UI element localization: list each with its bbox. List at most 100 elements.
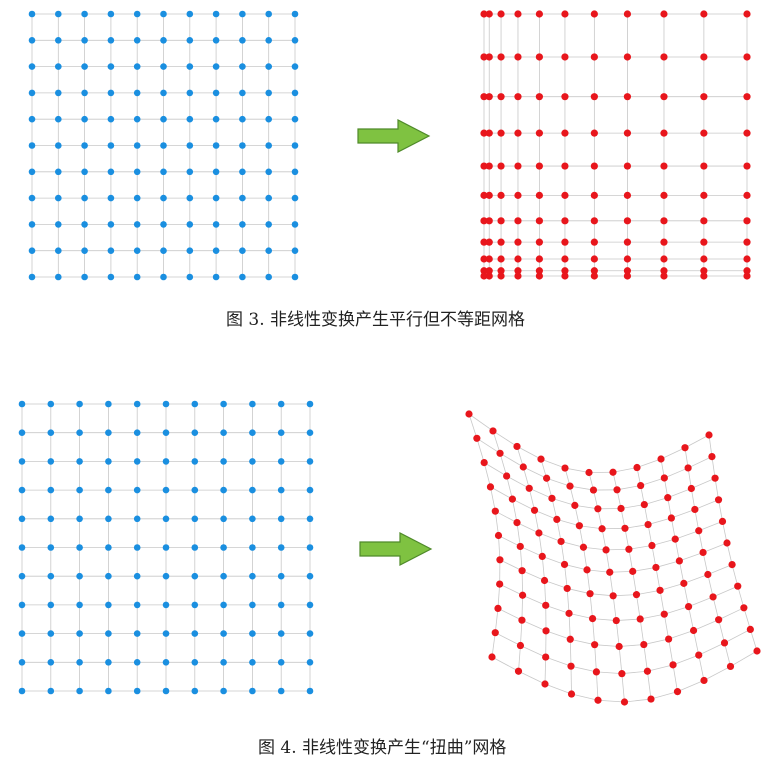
- figure3-output-point: [480, 255, 488, 263]
- figure4-output-point: [496, 449, 504, 457]
- figure3-input-point: [160, 247, 167, 254]
- figure4-arrow-icon: [359, 532, 433, 566]
- figure4-input-point: [162, 515, 170, 523]
- figure3-output-point: [497, 217, 505, 225]
- figure4-input-point: [47, 429, 55, 437]
- figure3-output-point: [535, 272, 543, 280]
- figure4-output-point: [746, 625, 754, 634]
- figure4-output-grid-line: [492, 430, 501, 454]
- figure3-input-point: [265, 273, 273, 281]
- figure4-input-point: [18, 630, 26, 637]
- figure3-input-point: [186, 37, 194, 44]
- figure3-output-point: [590, 267, 598, 275]
- figure4-input-point: [76, 515, 83, 523]
- figure3-output-point: [700, 191, 708, 199]
- figure4-output-grid-line: [712, 596, 720, 620]
- figure4-output-grid-line: [698, 521, 723, 532]
- figure4-output-point: [542, 601, 550, 609]
- figure4-output-point: [491, 507, 499, 515]
- figure3-input-point: [291, 273, 299, 281]
- figure3-output-point: [623, 53, 632, 61]
- figure4-input-point: [162, 429, 170, 437]
- figure4-output-grid-line: [730, 650, 758, 667]
- figure4-output-grid-line: [499, 453, 508, 477]
- figure4-output-grid-line: [594, 644, 597, 672]
- figure4-input-point: [76, 601, 83, 609]
- arrow-shape: [357, 119, 431, 153]
- figure4-output-point: [598, 525, 606, 533]
- figure3-output-point: [623, 93, 632, 101]
- figure3-input-point: [55, 37, 62, 44]
- figure3-input-point: [133, 89, 141, 97]
- figure4-input-point: [18, 429, 26, 437]
- figure3-output-point: [561, 238, 569, 246]
- figure4-output-grid-line: [564, 467, 590, 473]
- figure4-output-point: [612, 616, 620, 625]
- figure4-input-point: [47, 486, 55, 494]
- figure3-input-point: [291, 89, 299, 97]
- figure4-output-grid-line: [628, 545, 653, 550]
- figure4-output-point: [718, 517, 727, 526]
- figure4-input-point: [249, 486, 256, 494]
- figure4-output-grid-line: [590, 593, 614, 597]
- figure4-output-grid-line: [693, 630, 700, 656]
- figure3-input-point: [81, 168, 88, 176]
- figure4-output-grid-line: [619, 644, 644, 647]
- figure4-input-point: [105, 400, 112, 408]
- figure3-input-point: [186, 168, 194, 176]
- figure4-input-point: [133, 572, 141, 580]
- figure4-output-grid-line: [494, 511, 499, 536]
- figure3-input-point: [28, 168, 36, 176]
- figure4-output-point: [625, 545, 633, 553]
- figure4-output-point: [494, 531, 503, 540]
- figure4-output-point: [632, 591, 641, 599]
- figure4-input-point: [220, 544, 227, 551]
- figure3-output-grid: [480, 10, 751, 280]
- figure4-output-point: [560, 560, 569, 569]
- figure3-input-point: [107, 89, 115, 97]
- figure4-output-point: [613, 486, 621, 494]
- figure3-output-point: [485, 238, 493, 246]
- figure4-output-grid-line: [497, 608, 523, 621]
- figure3-output-point: [535, 53, 543, 61]
- figure4-output-grid-line: [639, 618, 645, 645]
- figure4-output-point: [644, 520, 652, 529]
- figure3-input-point: [133, 10, 141, 18]
- figure4-output-grid-line: [684, 434, 710, 449]
- figure4-output-grid-line: [521, 595, 523, 621]
- figure4-input-point: [191, 429, 199, 437]
- figure4-output-point: [740, 604, 748, 612]
- figure4-input-point: [220, 687, 227, 695]
- figure3-output-point: [660, 129, 668, 137]
- figure4-output-grid-line: [540, 458, 566, 469]
- figure3-input-point: [133, 142, 141, 149]
- figure3-input-point: [186, 273, 194, 281]
- figure4-output-point: [684, 602, 693, 611]
- figure3-input-point: [160, 142, 167, 149]
- figure4-output-grid-line: [541, 556, 545, 581]
- figure3-input-point: [212, 247, 220, 254]
- figure3-input-point: [28, 247, 36, 254]
- figure4-output-point: [538, 552, 546, 560]
- figure4-input-point: [105, 659, 112, 666]
- figure4-output-grid-line: [621, 670, 648, 675]
- figure4-input-point: [277, 458, 285, 465]
- figure4-output-point: [542, 627, 550, 635]
- figure3-output-point: [743, 272, 751, 280]
- figure3-input-point: [160, 10, 167, 18]
- figure3-input-point: [212, 194, 220, 202]
- figure4-output-grid-line: [672, 654, 699, 666]
- figure4-output-grid-line: [674, 539, 680, 561]
- figure4-output-grid-line: [556, 519, 580, 527]
- figure3-input-point: [265, 247, 273, 254]
- figure4-output-point: [728, 561, 736, 569]
- figure3-input-point: [291, 194, 299, 202]
- figure3-output-point: [743, 267, 751, 275]
- figure3-output-point: [514, 191, 522, 199]
- figure4-output-grid-line: [632, 571, 637, 595]
- figure4-input-point: [220, 659, 227, 666]
- figure3-input-point: [160, 115, 167, 123]
- figure4-output-grid-line: [664, 467, 689, 479]
- figure4-input-point: [249, 572, 256, 580]
- figure4-output-point: [561, 464, 569, 472]
